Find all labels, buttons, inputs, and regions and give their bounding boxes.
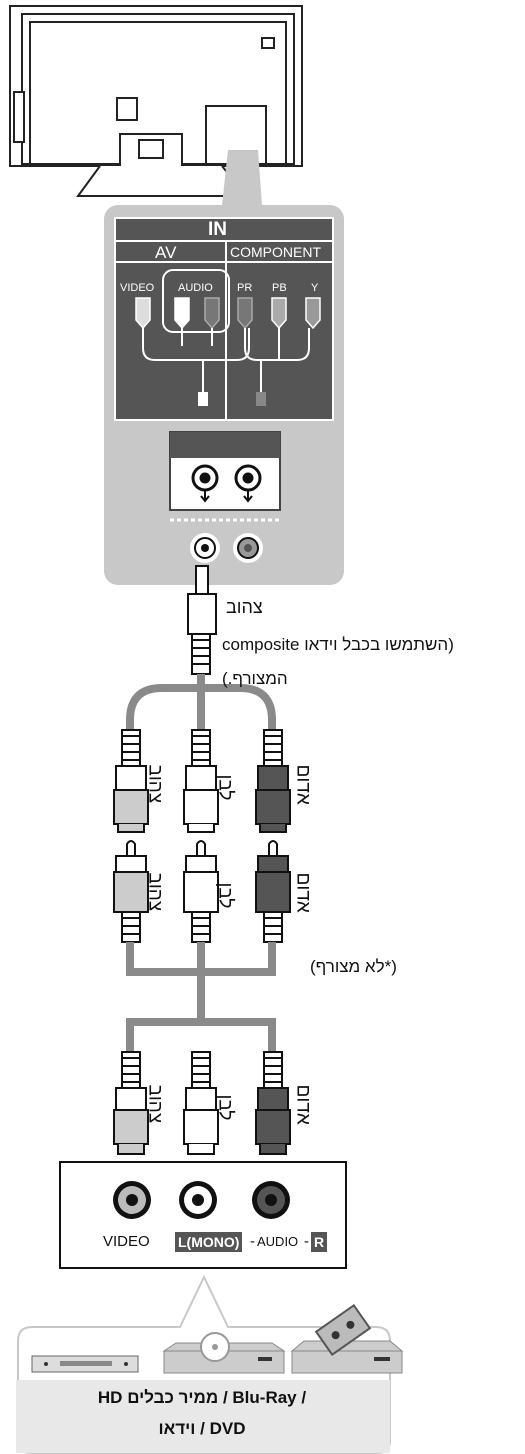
composite-cable-mini-plug bbox=[187, 565, 217, 675]
middle-yellow-plug bbox=[113, 840, 149, 943]
device-dash-1: - bbox=[250, 1233, 255, 1250]
in-panel-box bbox=[114, 217, 334, 421]
device-output-jacks bbox=[113, 1181, 290, 1219]
middle-rca-plugs bbox=[113, 840, 291, 943]
upper-white-plug bbox=[183, 729, 219, 833]
lower-yellow-label: צהוב bbox=[144, 1084, 166, 1124]
upper-red-label: אדום bbox=[292, 764, 314, 805]
cable-split-upper bbox=[126, 674, 276, 730]
in-label: IN bbox=[208, 219, 227, 240]
not-supplied-note: (*לא מצורף) bbox=[310, 957, 397, 976]
device-r-label: R bbox=[311, 1232, 328, 1252]
panel-video-label: VIDEO bbox=[120, 282, 155, 294]
device-audio-label: AUDIO bbox=[257, 1234, 299, 1249]
upper-white-label: לבן bbox=[214, 774, 236, 801]
device-bluray-player-icon bbox=[162, 1332, 286, 1374]
tv-back-illustration bbox=[9, 5, 303, 197]
device-caption-line1: / Blu-Ray / ממיר כבלים HD bbox=[97, 1388, 307, 1407]
lower-white-label: לבן bbox=[214, 1094, 236, 1121]
middle-red-label: אדום bbox=[292, 872, 314, 913]
av-in-jacks bbox=[190, 533, 263, 563]
yellow-cable-label: צהוב bbox=[226, 597, 263, 617]
upper-yellow-label: צהוב bbox=[144, 764, 166, 804]
device-dvd-player-icon bbox=[31, 1355, 139, 1373]
middle-white-plug bbox=[183, 840, 219, 943]
middle-white-label: לבן bbox=[214, 882, 236, 909]
device-video-label: VIDEO bbox=[103, 1233, 150, 1250]
device-vcr-icon bbox=[290, 1303, 404, 1374]
upper-red-plug bbox=[255, 729, 291, 833]
lower-red-label: אדום bbox=[292, 1084, 314, 1125]
device-caption-line2: DVD / וידאו bbox=[158, 1419, 246, 1438]
device-l-mono-label: L(MONO) bbox=[175, 1232, 243, 1252]
upper-rca-plugs bbox=[113, 729, 291, 833]
component-label: COMPONENT bbox=[230, 244, 321, 260]
zoom-callout bbox=[222, 150, 262, 205]
in-panel-jacks bbox=[135, 297, 321, 406]
cable-junction bbox=[126, 942, 276, 1052]
panel-pr-label: PR bbox=[237, 282, 253, 294]
panel-y-label: Y bbox=[311, 282, 319, 294]
middle-red-plug bbox=[255, 840, 291, 943]
mini-jack-ports bbox=[191, 464, 262, 503]
device-dash-2: - bbox=[304, 1233, 309, 1250]
middle-yellow-label: צהוב bbox=[144, 872, 166, 912]
av-label: AV bbox=[155, 243, 177, 262]
panel-audio-label: AUDIO bbox=[178, 282, 213, 294]
panel-pb-label: PB bbox=[272, 282, 287, 294]
lower-rca-plugs bbox=[113, 1051, 291, 1155]
upper-yellow-plug bbox=[113, 729, 149, 833]
composite-note-line1: (השתמשו בכבל וידאו composite bbox=[222, 635, 454, 654]
composite-note-line2: המצורף.) bbox=[222, 669, 288, 688]
lower-red-plug bbox=[255, 1051, 291, 1155]
lower-yellow-plug bbox=[113, 1051, 149, 1155]
lower-white-plug bbox=[183, 1051, 219, 1155]
